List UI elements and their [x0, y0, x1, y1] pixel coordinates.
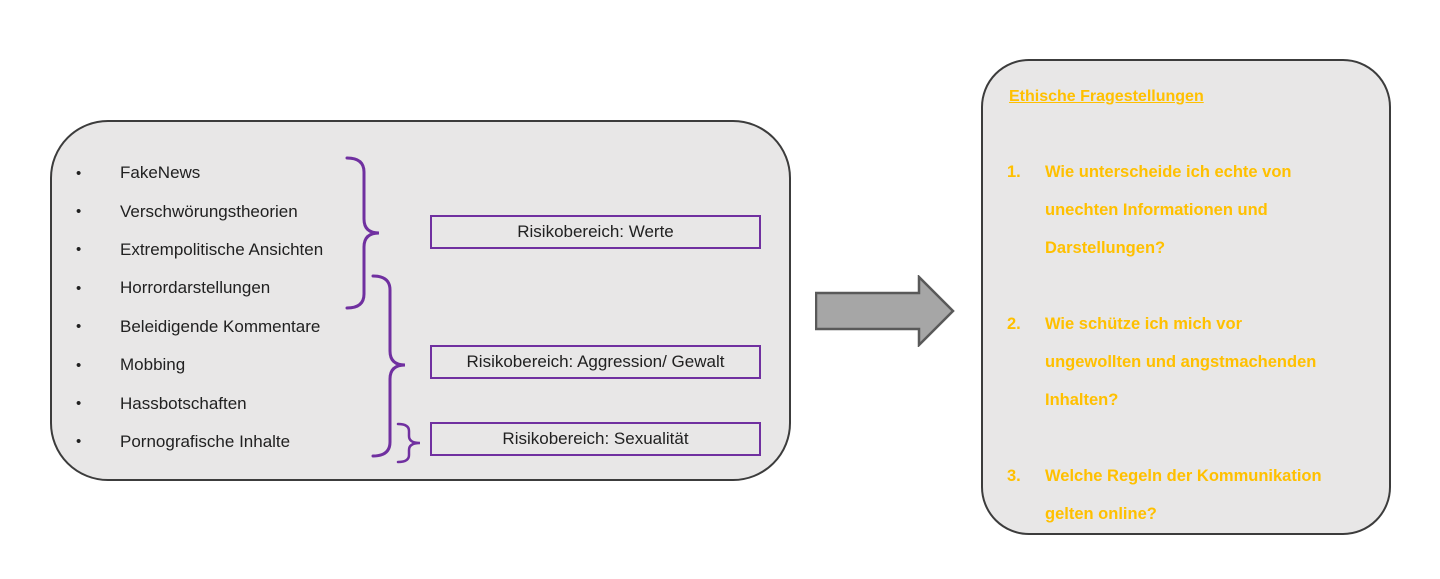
- ethics-panel: Ethische Fragestellungen 1. Wie untersch…: [981, 59, 1391, 535]
- question-line: unechten Informationen und: [1045, 201, 1268, 219]
- list-item: • Extrempolitische Ansichten: [76, 231, 323, 269]
- question-text: Welche Regeln der Kommunikation gelten o…: [1045, 457, 1322, 533]
- list-item: • Hassbotschaften: [76, 384, 323, 422]
- question-number: 2.: [1007, 315, 1021, 333]
- ethics-question-list: 1. Wie unterscheide ich echte von unecht…: [1007, 153, 1322, 571]
- risk-box-sexualitaet: Risikobereich: Sexualität: [430, 422, 761, 456]
- question-line: Wie schütze ich mich vor: [1045, 315, 1242, 333]
- question-line: Darstellungen?: [1045, 239, 1166, 257]
- brace-werte-icon: [345, 156, 380, 310]
- risk-box-label: Risikobereich: Werte: [517, 222, 674, 241]
- bullet-icon: •: [76, 395, 82, 413]
- bullet-icon: •: [76, 318, 82, 336]
- risk-item-label: Mobbing: [120, 355, 186, 375]
- brace-aggression-icon: [371, 274, 406, 458]
- arrow-right-icon: [815, 275, 955, 347]
- ethics-question-2: 2. Wie schütze ich mich vor ungewollten …: [1007, 305, 1322, 419]
- ethics-panel-title: Ethische Fragestellungen: [1009, 88, 1204, 105]
- list-item: • Beleidigende Kommentare: [76, 308, 323, 346]
- ethics-question-3: 3. Welche Regeln der Kommunikation gelte…: [1007, 457, 1322, 533]
- list-item: • Pornografische Inhalte: [76, 423, 323, 461]
- risk-box-label: Risikobereich: Sexualität: [502, 429, 689, 448]
- risk-item-label: FakeNews: [120, 163, 201, 183]
- bullet-icon: •: [76, 203, 82, 221]
- question-number: 1.: [1007, 163, 1021, 181]
- question-text: Wie schütze ich mich vor ungewollten und…: [1045, 305, 1316, 419]
- risk-item-list: • FakeNews • Verschwörungstheorien • Ext…: [76, 154, 323, 461]
- ethics-question-1: 1. Wie unterscheide ich echte von unecht…: [1007, 153, 1322, 267]
- question-line: Inhalten?: [1045, 391, 1119, 409]
- bullet-icon: •: [76, 164, 82, 182]
- risk-item-label: Extrempolitische Ansichten: [120, 239, 324, 259]
- question-line: Welche Regeln der Kommunikation: [1045, 467, 1322, 485]
- list-item: • Horrordarstellungen: [76, 269, 323, 307]
- risk-items-panel: [50, 120, 791, 481]
- list-item: • Mobbing: [76, 346, 323, 384]
- question-line: Wie unterscheide ich echte von: [1045, 163, 1292, 181]
- risk-item-label: Pornografische Inhalte: [120, 431, 291, 451]
- risk-item-label: Verschwörungstheorien: [120, 201, 298, 221]
- question-number: 3.: [1007, 467, 1021, 485]
- bullet-icon: •: [76, 241, 82, 259]
- risk-box-aggression: Risikobereich: Aggression/ Gewalt: [430, 345, 761, 379]
- risk-item-label: Horrordarstellungen: [120, 278, 271, 298]
- risk-box-label: Risikobereich: Aggression/ Gewalt: [466, 352, 725, 371]
- bullet-icon: •: [76, 356, 82, 374]
- risk-item-label: Hassbotschaften: [120, 393, 247, 413]
- brace-sexualitaet-icon: [396, 422, 421, 464]
- bullet-icon: •: [76, 279, 82, 297]
- risk-box-werte: Risikobereich: Werte: [430, 215, 761, 249]
- question-line: ungewollten und angstmachenden: [1045, 353, 1317, 371]
- question-text: Wie unterscheide ich echte von unechten …: [1045, 153, 1292, 267]
- risk-item-label: Beleidigende Kommentare: [120, 316, 321, 336]
- list-item: • FakeNews: [76, 154, 323, 192]
- bullet-icon: •: [76, 433, 82, 451]
- question-line: gelten online?: [1045, 505, 1157, 523]
- list-item: • Verschwörungstheorien: [76, 192, 323, 230]
